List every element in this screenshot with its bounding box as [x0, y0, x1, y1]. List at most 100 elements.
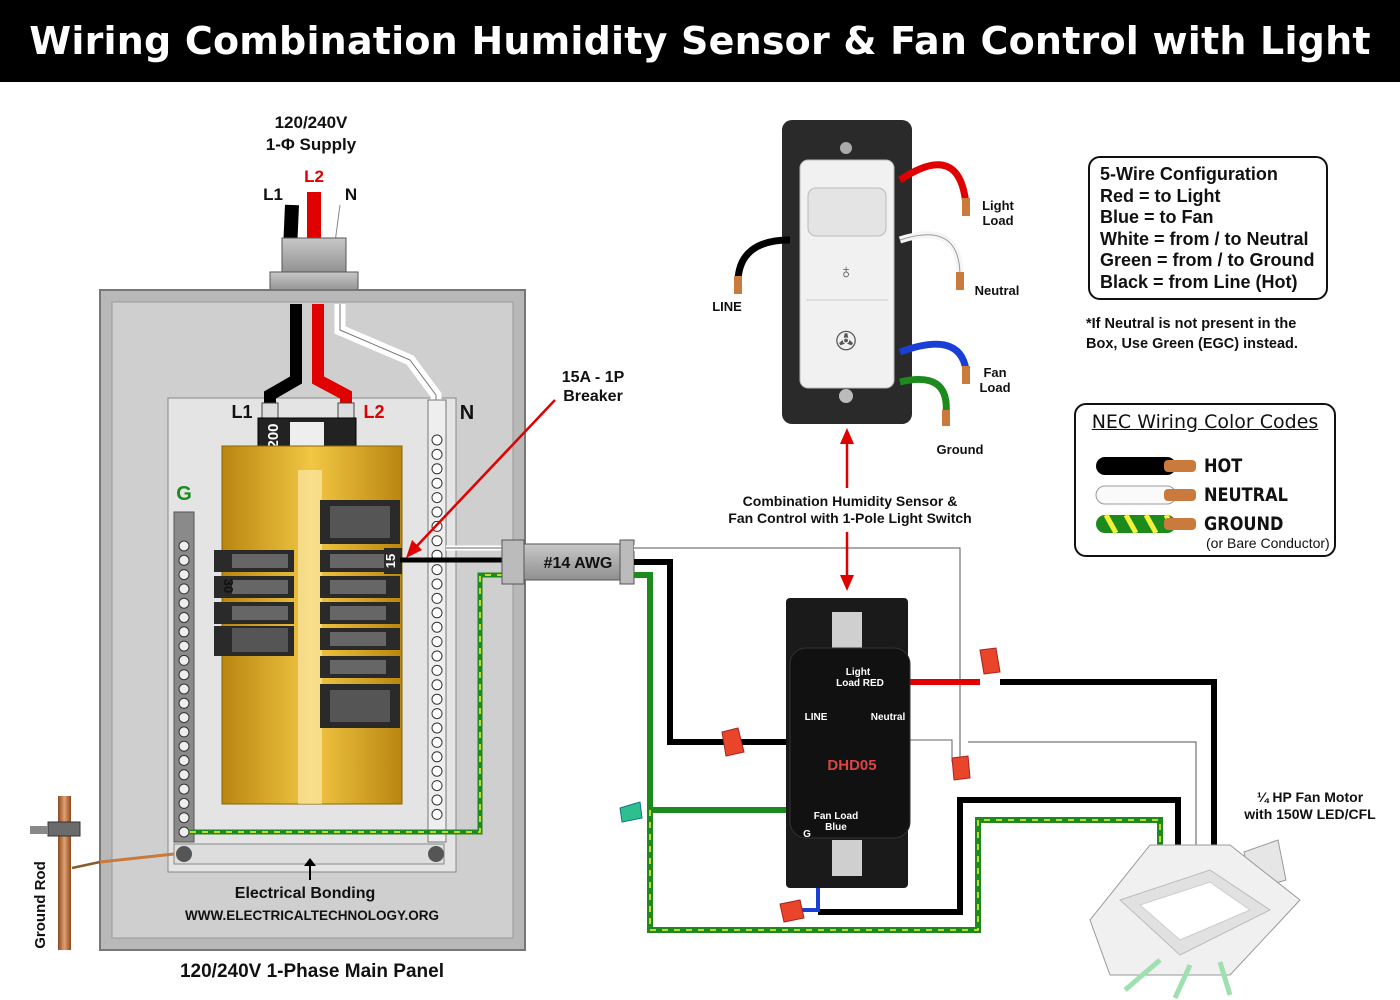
ground-bar-screw	[178, 812, 190, 824]
supply-phase: 1-Φ Supply	[266, 135, 357, 154]
neutral-bar-screw	[431, 722, 443, 734]
panel-caption: 120/240V 1-Phase Main Panel	[180, 961, 444, 982]
nec-color-box: NEC Wiring Color Codes HOT NEUTRAL GROUN…	[1074, 403, 1336, 557]
photo-ground: Ground	[937, 442, 984, 457]
breakers-right	[320, 500, 400, 728]
photo-light-load-2: Load	[982, 213, 1013, 228]
neutral-bar-screw	[431, 578, 443, 590]
ground-rod-label: Ground Rod	[32, 861, 49, 948]
page-title: Wiring Combination Humidity Sensor & Fan…	[29, 19, 1371, 145]
wire-nut-light	[979, 647, 1001, 675]
neutral-bar-screw	[431, 708, 443, 720]
breaker-callout-2: Breaker	[563, 388, 623, 405]
supply-section: 120/240V 1-Φ Supply L1 L2 N	[263, 113, 359, 305]
main-panel: L1 L2 N G 200	[99, 289, 625, 951]
box-model: DHD05	[827, 757, 876, 774]
device-body	[789, 647, 911, 839]
neutral-bar-screw	[431, 448, 443, 460]
photo-neutral: Neutral	[975, 283, 1020, 298]
breaker-callout-1: 15A - 1P	[562, 369, 625, 386]
device-box: Light Load RED LINE Neutral DHD05 Fan Lo…	[786, 598, 911, 888]
box-light-load-1: Light	[846, 667, 871, 678]
neutral-bar-screw	[431, 463, 443, 475]
box-light-load-2: Load RED	[836, 678, 884, 689]
neutral-bar-screw	[431, 808, 443, 820]
main-breaker-rating: 200	[265, 423, 282, 448]
ground-bar-screw	[178, 797, 190, 809]
config-box: 5-Wire Configuration Red = to Light Blue…	[1088, 156, 1328, 300]
ground-bar-screw	[178, 769, 190, 781]
neutral-bar-screws	[431, 434, 443, 820]
ground-bar-screw	[178, 540, 190, 552]
neutral-bar-screw	[431, 794, 443, 806]
photo-fan-load-1: Fan	[983, 365, 1006, 380]
panel-g: G	[176, 483, 192, 505]
cable-label: #14 AWG	[544, 555, 613, 572]
panel-l2: L2	[363, 402, 384, 422]
ground-bar-screw	[178, 755, 190, 766]
ground-bar-screw	[178, 597, 190, 609]
box-g: G	[803, 829, 811, 840]
ground-bar-screw	[178, 626, 190, 638]
neutral-bar-screw	[431, 535, 443, 547]
fan-symbol-icon: ✇	[835, 326, 857, 356]
supply-n: N	[345, 185, 357, 204]
ground-bar-screw	[178, 712, 190, 724]
neutral-bar-screw	[431, 736, 443, 748]
ground-bar-screw	[178, 554, 190, 566]
box-line: LINE	[805, 712, 828, 723]
ground-bar-screw	[178, 640, 190, 652]
box-fan-load-2: Blue	[825, 822, 847, 833]
fan-caption-1: ¼ HP Fan Motor	[1257, 789, 1364, 805]
breaker-30-label: 30	[221, 579, 236, 593]
fan-caption-2: with 150W LED/CFL	[1243, 806, 1376, 822]
nec-hot: HOT	[1204, 455, 1243, 477]
config-note: *If Neutral is not present in the Box, U…	[1086, 314, 1336, 354]
device-caption-2: Fan Control with 1-Pole Light Switch	[728, 510, 971, 526]
bulb-icon: ♁	[839, 261, 854, 283]
neutral-bar-screw	[431, 607, 443, 619]
ground-bar-screw	[178, 826, 190, 838]
neutral-bar-screw	[431, 664, 443, 676]
supply-voltage: 120/240V	[275, 113, 348, 132]
breaker-15a-label: 15	[383, 554, 398, 568]
neutral-bar-screw	[431, 564, 443, 576]
neutral-bar-screw	[431, 636, 443, 648]
config-note-2: Box, Use Green (EGC) instead.	[1086, 336, 1298, 352]
breaker-callout-arrow	[414, 399, 556, 549]
neutral-bar-screw	[431, 765, 443, 777]
config-line-4: White = from / to Neutral	[1100, 228, 1309, 249]
ground-bar-screw	[178, 726, 190, 738]
wire-nut-neutral	[951, 755, 971, 781]
photo-line: LINE	[712, 299, 742, 314]
ground-bar-screw	[178, 583, 190, 595]
device-caption-1: Combination Humidity Sensor &	[743, 493, 958, 509]
wire-nut-ground	[619, 801, 643, 823]
ground-bar-screw	[178, 669, 190, 681]
nec-title: NEC Wiring Color Codes	[1091, 411, 1319, 433]
neutral-bar-screw	[431, 492, 443, 504]
photo-light-load-1: Light	[982, 198, 1014, 213]
website-label: WWW.ELECTRICALTECHNOLOGY.ORG	[185, 908, 439, 923]
config-line-1: 5-Wire Configuration	[1100, 164, 1278, 184]
title-bar: Wiring Combination Humidity Sensor & Fan…	[0, 0, 1400, 145]
neutral-bar-screw	[431, 780, 443, 792]
ground-bar-screw	[178, 740, 190, 752]
nm-cable	[519, 543, 631, 581]
nec-wire-samples	[1095, 457, 1196, 535]
device-photo: ✇ ♁ Light Load Neutral Fan Load Ground L…	[712, 120, 1019, 591]
neutral-bar-screw	[431, 693, 443, 705]
config-line-2: Red = to Light	[1100, 185, 1221, 206]
wire-nut-line	[721, 727, 745, 757]
neutral-bar-screw	[431, 477, 443, 489]
config-line-5: Green = from / to Ground	[1100, 250, 1315, 270]
ground-bar-screw	[178, 697, 190, 709]
ground-bar-screw	[178, 783, 190, 795]
nec-ground-sub: (or Bare Conductor)	[1206, 535, 1330, 551]
wire-nut-fan	[779, 899, 805, 923]
wiring-diagram: 120/240V 1-Φ Supply L1 L2 N L1 L2 N G 20	[30, 113, 1376, 1000]
ground-bar-screw	[178, 569, 190, 581]
exhaust-fan: ¼ HP Fan Motor with 150W LED/CFL	[1089, 789, 1376, 1000]
config-line-3: Blue = to Fan	[1100, 207, 1214, 227]
panel-l1: L1	[231, 402, 252, 422]
